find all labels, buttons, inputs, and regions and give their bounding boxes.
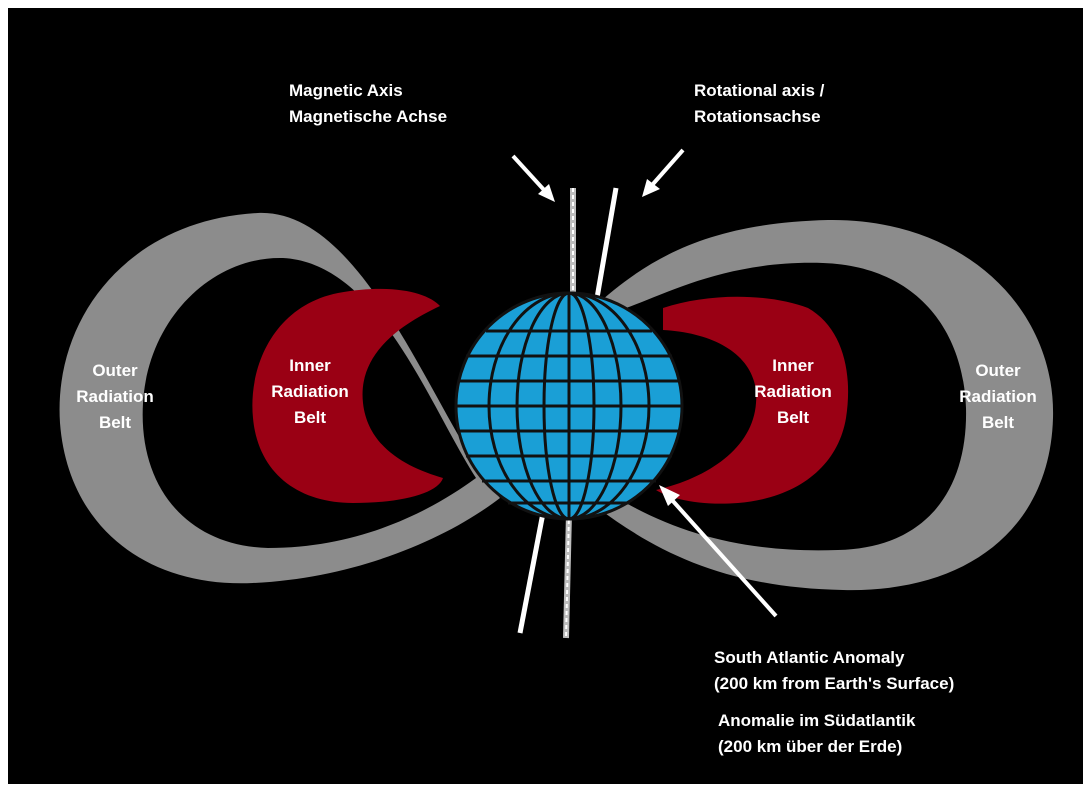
outer-belt-right-label-line1: Outer bbox=[975, 361, 1021, 380]
saa-english-label-line2: (200 km from Earth's Surface) bbox=[714, 674, 955, 693]
inner-belt-left-label-line3: Belt bbox=[293, 408, 327, 427]
inner-belt-right-label-line2: Radiation bbox=[754, 382, 832, 401]
rotational-axis-label: Rotational axis / Rotationsachse bbox=[694, 78, 824, 130]
saa-english-label-line1: South Atlantic Anomaly bbox=[714, 648, 905, 667]
rotational-axis-label-line1: Rotational axis / bbox=[694, 81, 825, 100]
outer-belt-left bbox=[59, 212, 501, 584]
saa-german-label-line1: Anomalie im Südatlantik bbox=[718, 711, 916, 730]
outer-belt-right-label: Outer Radiation Belt bbox=[943, 358, 1053, 436]
diagram-panel: Magnetic Axis Magnetische Achse Rotation… bbox=[8, 8, 1083, 784]
inner-belt-left-label: Inner Radiation Belt bbox=[255, 353, 365, 431]
outer-belt-right bbox=[593, 219, 1054, 591]
rotational-axis-arrow bbox=[642, 148, 685, 197]
outer-belt-right-label-line2: Radiation bbox=[959, 387, 1037, 406]
rotational-axis-label-line2: Rotationsachse bbox=[694, 107, 821, 126]
radiation-belt-diagram bbox=[59, 148, 1054, 639]
outer-belt-right-label-line3: Belt bbox=[981, 413, 1015, 432]
south-atlantic-anomaly-arrow bbox=[659, 485, 778, 618]
earth-globe bbox=[454, 291, 684, 521]
outer-belt-left-label: Outer Radiation Belt bbox=[60, 358, 170, 436]
outer-belt-left-label-line3: Belt bbox=[98, 413, 132, 432]
rotational-axis-north bbox=[594, 187, 619, 299]
inner-belt-left-label-line2: Radiation bbox=[271, 382, 349, 401]
inner-belt-right-label: Inner Radiation Belt bbox=[738, 353, 848, 431]
outer-belt-left-label-line1: Outer bbox=[92, 361, 138, 380]
saa-german-label: Anomalie im Südatlantik (200 km über der… bbox=[718, 708, 915, 760]
earth-longitude-lines bbox=[487, 291, 651, 521]
inner-belt-left bbox=[252, 288, 443, 503]
saa-english-label: South Atlantic Anomaly (200 km from Eart… bbox=[714, 645, 954, 697]
outer-belt-left-label-line2: Radiation bbox=[76, 387, 154, 406]
inner-belt-left-label-line1: Inner bbox=[289, 356, 331, 375]
saa-german-label-line2: (200 km über der Erde) bbox=[718, 737, 903, 756]
rotational-axis-south bbox=[517, 512, 546, 634]
magnetic-axis-label-line1: Magnetic Axis bbox=[289, 81, 403, 100]
magnetic-axis-arrow bbox=[511, 154, 555, 202]
inner-belt-right bbox=[656, 296, 849, 504]
magnetic-axis-label: Magnetic Axis Magnetische Achse bbox=[289, 78, 447, 130]
inner-belt-right-label-line3: Belt bbox=[776, 408, 810, 427]
magnetic-axis-label-line2: Magnetische Achse bbox=[289, 107, 448, 126]
inner-belt-right-label-line1: Inner bbox=[772, 356, 814, 375]
magnetic-axis-south bbox=[563, 512, 572, 639]
